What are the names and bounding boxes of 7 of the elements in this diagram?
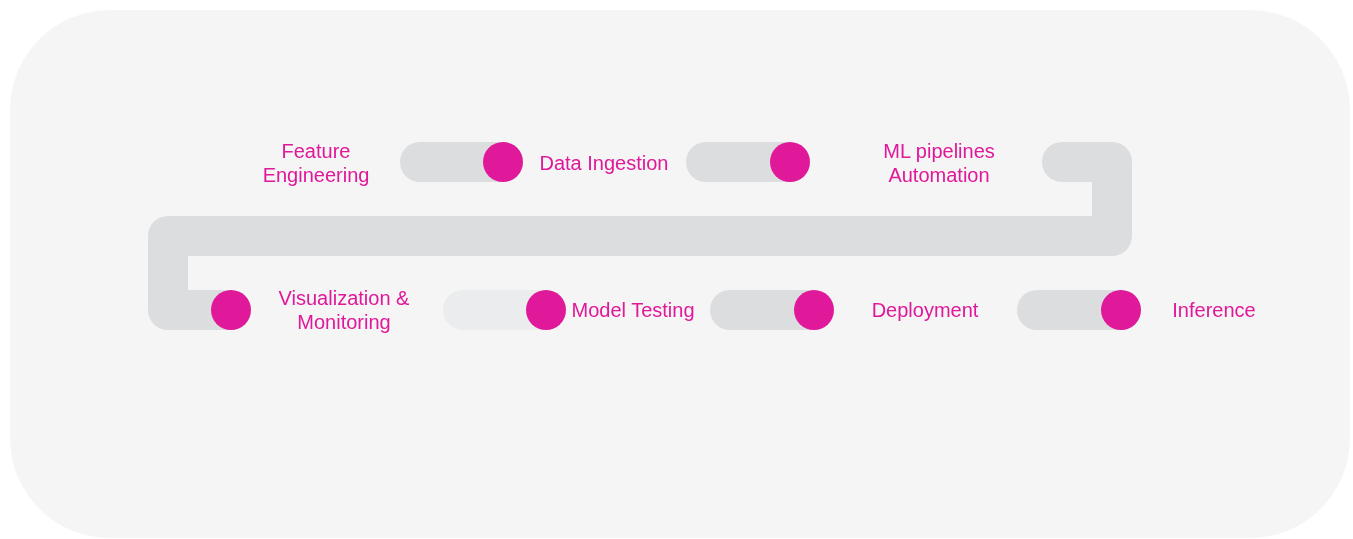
step-label: Model Testing [548, 298, 718, 322]
step-label: Feature Engineering [231, 139, 401, 187]
step-label: Inference [1129, 298, 1299, 322]
step-label: Deployment [840, 298, 1010, 322]
step-label: ML pipelines Automation [854, 139, 1024, 187]
step-label: Data Ingestion [519, 151, 689, 175]
step-label: Visualization & Monitoring [259, 286, 429, 334]
